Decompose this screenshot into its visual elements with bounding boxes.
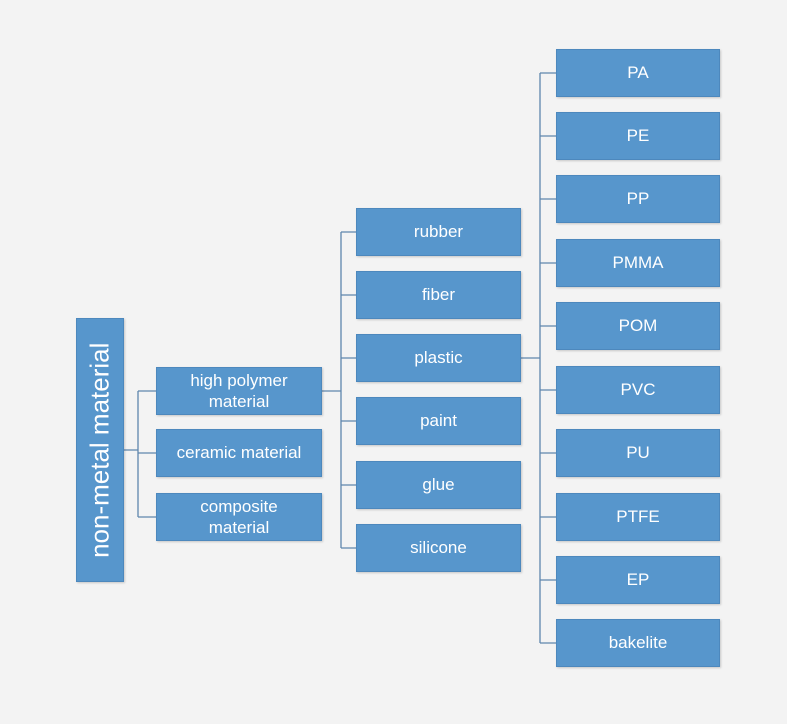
node-label: high polymer material <box>190 370 288 411</box>
node-label: PU <box>626 443 650 463</box>
node-label: silicone <box>410 538 467 558</box>
node-label: fiber <box>421 285 456 305</box>
node-label: PVC <box>620 380 656 400</box>
node-label: POM <box>618 316 658 336</box>
node-label: EP <box>626 570 650 590</box>
node-label: PP <box>626 189 650 209</box>
node-label: glue <box>422 475 455 495</box>
node-label: composite material <box>200 496 278 537</box>
connector-plastic <box>521 72 556 644</box>
node-fiber: fiber <box>356 271 521 319</box>
node-label: PA <box>627 63 649 83</box>
node-ceramic-material: ceramic material <box>156 429 322 477</box>
node-pvc: PVC <box>556 366 720 414</box>
node-pmma: PMMA <box>556 239 720 287</box>
node-pu: PU <box>556 429 720 477</box>
node-label: ceramic material <box>176 443 302 463</box>
node-high-polymer-material: high polymer material <box>156 367 322 415</box>
node-plastic: plastic <box>356 334 521 382</box>
root-node: non-metal material <box>76 318 124 582</box>
node-pa: PA <box>556 49 720 97</box>
node-glue: glue <box>356 461 521 509</box>
node-pp: PP <box>556 175 720 223</box>
node-bakelite: bakelite <box>556 619 720 667</box>
node-label: PE <box>626 126 650 146</box>
node-rubber: rubber <box>356 208 521 256</box>
connector-root <box>124 390 156 518</box>
node-paint: paint <box>356 397 521 445</box>
node-composite-material: composite material <box>156 493 322 541</box>
node-label: plastic <box>414 348 463 368</box>
node-pom: POM <box>556 302 720 350</box>
node-label: paint <box>420 411 457 431</box>
node-pe: PE <box>556 112 720 160</box>
node-label: rubber <box>413 222 464 242</box>
node-label: PMMA <box>612 253 664 273</box>
connector-polymer <box>322 231 356 549</box>
node-label: bakelite <box>608 633 668 653</box>
node-ptfe: PTFE <box>556 493 720 541</box>
node-label: PTFE <box>616 507 660 527</box>
node-ep: EP <box>556 556 720 604</box>
node-silicone: silicone <box>356 524 521 572</box>
root-label: non-metal material <box>84 342 115 558</box>
